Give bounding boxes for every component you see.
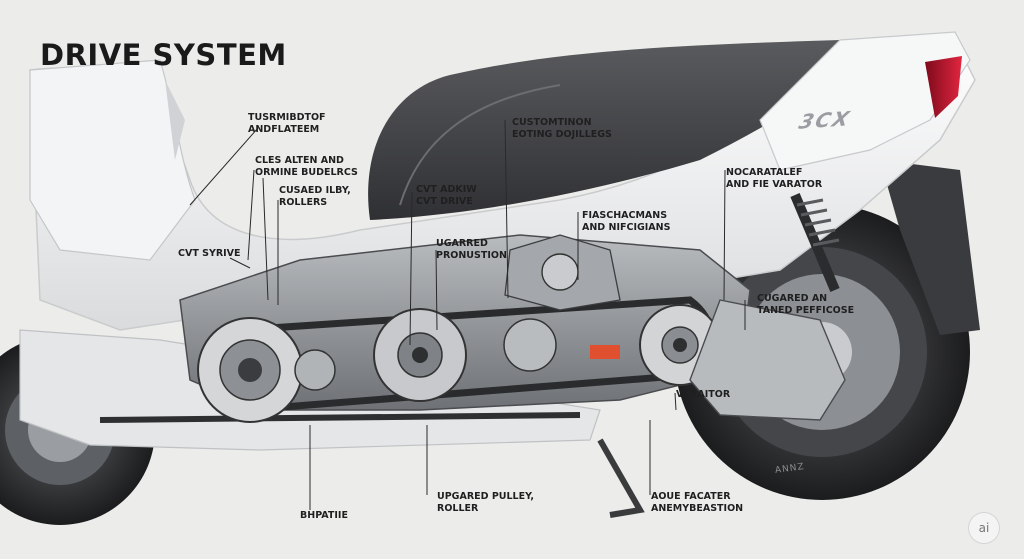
kickstand bbox=[597, 438, 645, 518]
tail-section bbox=[759, 31, 971, 171]
engine-cutaway bbox=[179, 234, 846, 423]
ai-watermark-badge: ai bbox=[968, 512, 1000, 544]
front-apron bbox=[29, 59, 196, 261]
model-badge: 3CX bbox=[796, 106, 854, 134]
callout-varaitor: VARAITOR bbox=[676, 389, 731, 400]
callout-bottom-left: BHPATIIE bbox=[300, 510, 348, 521]
tail-light bbox=[925, 56, 962, 118]
rear-fender bbox=[880, 160, 980, 335]
rear-shock bbox=[790, 193, 840, 292]
page-title: DRIVE SYSTEM bbox=[40, 38, 287, 72]
callout-cusaed: CUSAED ILBY,ROLLERS bbox=[279, 185, 351, 208]
callout-lines bbox=[189, 119, 746, 510]
callout-cvt-syrive: CVT SYRIVE bbox=[178, 248, 241, 259]
seat bbox=[368, 40, 875, 220]
callout-upgared: UPGARED PULLEY,ROLLER bbox=[437, 491, 535, 514]
